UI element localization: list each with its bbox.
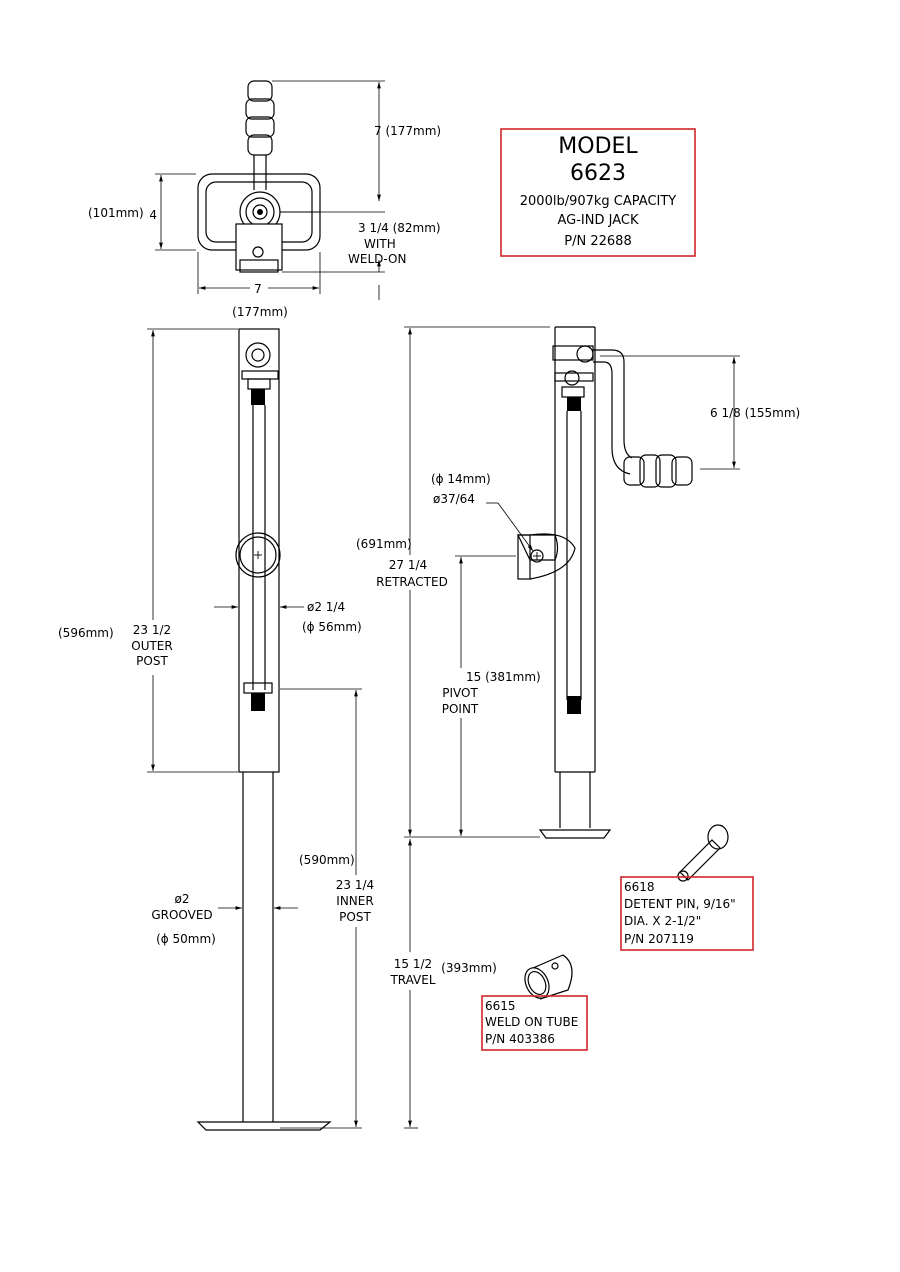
detent-line3: DIA. X 2-1/2" [624, 914, 701, 928]
top-width-mm: (177mm) [232, 305, 288, 319]
side-crank-grip [623, 454, 693, 488]
front-outer-l2: POST [136, 654, 168, 668]
weld-tube-part: 6615 WELD ON TUBE P/N 403386 [481, 954, 588, 1051]
front-tube-dia-mm: (ϕ 56mm) [302, 620, 362, 634]
front-outer-in: 23 1/2 [133, 623, 171, 637]
front-grooved-dia: ø2 [175, 892, 190, 906]
front-outer-mm: (596mm) [58, 626, 114, 640]
side-foot-plate [538, 829, 612, 839]
side-pivot-dim: 15 (381mm) [466, 670, 541, 684]
top-depth-mm: (101mm) [88, 206, 144, 220]
front-swivel-ring [235, 532, 281, 578]
front-grooved-label: GROOVED [151, 908, 212, 922]
top-width-in: 7 [254, 282, 262, 296]
top-offset-line1: 3 1/4 (82mm) [358, 221, 441, 235]
top-depth-in: 4 [149, 208, 157, 222]
side-travel-in: 15 1/2 [394, 957, 432, 971]
side-retracted-mm: (691mm) [356, 537, 412, 551]
top-height-label: 7 (177mm) [374, 124, 441, 138]
top-handle-grip [245, 80, 275, 156]
front-tube-dia: ø2 1/4 [307, 600, 345, 614]
model-box: MODEL 6623 2000lb/907kg CAPACITY AG-IND … [500, 128, 696, 257]
side-travel-label: TRAVEL [389, 973, 435, 987]
front-inner-l1: INNER [336, 894, 373, 908]
front-inner-mm: (590mm) [299, 853, 355, 867]
detent-box-border [620, 876, 754, 951]
front-view: (596mm) 23 1/2 OUTER POST ø2 1/4 (ϕ 56mm… [58, 328, 385, 1131]
side-retracted-in: 27 1/4 [389, 558, 427, 572]
model-capacity: 2000lb/907kg CAPACITY [520, 194, 677, 209]
side-retracted-label: RETRACTED [376, 575, 448, 589]
detent-line4: P/N 207119 [624, 932, 694, 946]
model-part-number: P/N 22688 [564, 234, 631, 249]
detent-line2: DETENT PIN, 9/16" [624, 897, 736, 911]
side-view: 6 1/8 (155mm) (ϕ 14mm) ø37/64 (691mm) 27… [356, 326, 800, 1129]
weld-line3: P/N 403386 [485, 1032, 555, 1046]
detent-pin-part: 6618 DETENT PIN, 9/16" DIA. X 2-1/2" P/N… [620, 824, 754, 951]
top-offset-line3: WELD-ON [348, 252, 406, 266]
model-type: AG-IND JACK [557, 213, 638, 228]
model-label: MODEL [558, 134, 638, 159]
side-travel-mm: (393mm) [441, 961, 497, 975]
front-inner-in: 23 1/4 [336, 878, 374, 892]
top-offset-line2: WITH [364, 237, 396, 251]
side-hole-in: ø37/64 [433, 492, 475, 506]
front-grooved-mm: (ϕ 50mm) [156, 932, 216, 946]
weld-line2: WELD ON TUBE [485, 1015, 578, 1029]
front-foot-plate [196, 1121, 332, 1131]
model-number: 6623 [570, 161, 626, 186]
side-handle-dim: 6 1/8 (155mm) [710, 406, 800, 420]
detent-line1: 6618 [624, 880, 655, 894]
weld-box-border [481, 995, 588, 1051]
front-inner-l2: POST [339, 910, 371, 924]
front-outer-l1: OUTER [131, 639, 172, 653]
side-hole-mm: (ϕ 14mm) [431, 472, 491, 486]
top-view: 7 (177mm) (101mm) 4 3 1/4 (82mm) WITH WE… [88, 80, 441, 319]
model-box-border [500, 128, 696, 257]
side-pivot-l2: POINT [442, 702, 479, 716]
weld-line1: 6615 [485, 999, 516, 1013]
side-crank-arm [593, 349, 633, 459]
side-pivot-l1: PIVOT [442, 686, 478, 700]
